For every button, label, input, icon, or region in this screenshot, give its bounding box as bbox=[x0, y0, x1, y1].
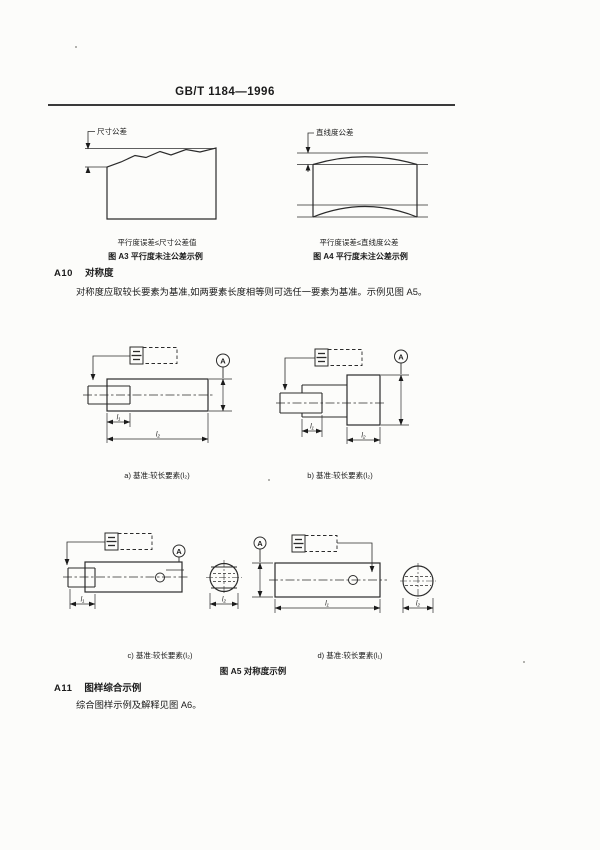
fig-a5c-end-view bbox=[206, 560, 242, 595]
symmetry-symbol-icon bbox=[131, 350, 142, 361]
section-a11-heading: A11 图样综合示例 bbox=[54, 680, 141, 694]
fig-a5-caption: 图 A5 对称度示例 bbox=[219, 666, 287, 676]
figure-a5b-drawing: A l₁ l₂ bbox=[276, 348, 409, 444]
fig-a5b-large-block bbox=[346, 374, 381, 426]
fig-a3-label-leader bbox=[87, 131, 95, 146]
figure-a3-drawing: 尺寸公差 bbox=[85, 126, 217, 220]
fig-a5d-left-dim bbox=[252, 562, 273, 598]
section-a10-number: A10 bbox=[54, 268, 73, 279]
fig-a4-part-outline bbox=[312, 156, 418, 218]
fig-a5d-leader bbox=[337, 542, 375, 573]
fig-a5b-datum-letter: A bbox=[398, 353, 404, 362]
fig-a5b-dim-l2-label: l₂ bbox=[361, 433, 366, 440]
section-a11-title: 图样综合示例 bbox=[84, 683, 142, 694]
fig-a5d-dimensions bbox=[274, 599, 381, 613]
fig-a5d-endview-dim bbox=[402, 598, 434, 613]
figure-a5c-drawing: A l₁ l₂ bbox=[63, 532, 242, 609]
fig-a5b-medium-step bbox=[301, 384, 347, 418]
section-a11-number: A11 bbox=[54, 683, 73, 694]
section-a10-title: 对称度 bbox=[84, 268, 114, 279]
fig-a3-caption: 图 A3 平行度未注公差示例 bbox=[108, 252, 203, 261]
fig-a4-condition-text: 平行度误差≤直线度公差 bbox=[319, 238, 399, 247]
symmetry-symbol-icon bbox=[316, 352, 327, 363]
symmetry-symbol-icon bbox=[293, 538, 304, 549]
fig-a5d-dim-l2-label: l₂ bbox=[416, 601, 421, 608]
header-rule bbox=[48, 104, 455, 106]
scan-speck bbox=[523, 661, 525, 663]
fig-a5c-caption: c) 基准:较长要素(l₂) bbox=[127, 651, 193, 660]
page-header-standard-number: GB/T 1184—1996 bbox=[175, 86, 275, 98]
fig-a5d-hole bbox=[348, 575, 358, 585]
section-a10-heading: A10 对称度 bbox=[54, 265, 113, 279]
fig-a5b-dimensions bbox=[301, 415, 381, 444]
fig-a4-tolerance-label: 直线度公差 bbox=[316, 127, 354, 137]
figure-a4-drawing: 直线度公差 bbox=[297, 127, 428, 218]
figure-a5a-drawing: A l₁ l₂ bbox=[83, 346, 232, 443]
section-a10-body: 对称度应取较长要素为基准,如两要素长度相等则可选任一要素为基准。示例见图 A5。 bbox=[76, 287, 428, 297]
fig-a5b-caption: b) 基准:较长要素(l₂) bbox=[307, 471, 373, 480]
fig-a5d-end-view bbox=[400, 563, 436, 599]
fig-a3-part-outline bbox=[106, 147, 217, 220]
fig-a5a-dimensions bbox=[106, 413, 209, 443]
figure-a5d-drawing: A l₁ bbox=[252, 534, 436, 613]
fig-a5a-right-dim bbox=[209, 378, 232, 412]
fig-a5d-fcf-box bbox=[291, 534, 306, 553]
fig-a5a-datum-letter: A bbox=[220, 357, 226, 366]
fig-a5c-hole bbox=[155, 572, 165, 583]
fig-a5a-dim-l2-label: l₂ bbox=[156, 432, 161, 439]
fig-a5c-dimensions bbox=[69, 589, 96, 609]
fig-a5d-datum-letter: A bbox=[257, 539, 263, 548]
fig-a4-label-leader bbox=[307, 132, 314, 150]
fig-a5c-dim-l2-label: l₂ bbox=[222, 597, 227, 604]
fig-a5a-dim-l1-label: l₁ bbox=[117, 415, 122, 422]
fig-a5b-fcf-dashed-box bbox=[327, 349, 363, 366]
fig-a5c-dim-l1-label: l₁ bbox=[81, 597, 86, 604]
fig-a5d-dim-l1-label: l₁ bbox=[325, 601, 330, 608]
fig-a4-caption: 图 A4 平行度未注公差示例 bbox=[313, 252, 408, 261]
fig-a5a-leader bbox=[90, 355, 130, 381]
fig-a3-tolerance-label: 尺寸公差 bbox=[97, 126, 127, 136]
fig-a5c-datum-letter: A bbox=[176, 547, 182, 556]
fig-a5d-fcf-dashed-box bbox=[304, 535, 338, 552]
scan-speck bbox=[268, 479, 270, 481]
fig-a5c-endview-dim bbox=[209, 593, 239, 609]
fig-a5b-right-dim bbox=[381, 374, 409, 426]
symmetry-symbol-icon bbox=[106, 536, 117, 547]
fig-a5b-leader bbox=[282, 357, 315, 391]
scan-speck bbox=[75, 46, 77, 48]
fig-a5c-slot-tongue bbox=[67, 567, 96, 588]
fig-a5c-fcf-dashed-box bbox=[117, 533, 153, 550]
fig-a5a-fcf-dashed-box bbox=[142, 347, 178, 364]
section-a11-body: 综合图样示例及解释见图 A6。 bbox=[76, 700, 202, 710]
fig-a5c-leader bbox=[64, 541, 105, 566]
fig-a5a-caption: a) 基准:较长要素(l₂) bbox=[124, 471, 190, 480]
fig-a5b-dim-l1-label: l₁ bbox=[310, 424, 315, 431]
fig-a5d-caption: d) 基准:较长要素(l₁) bbox=[317, 651, 383, 660]
fig-a3-condition-text: 平行度误差≤尺寸公差值 bbox=[117, 238, 197, 247]
